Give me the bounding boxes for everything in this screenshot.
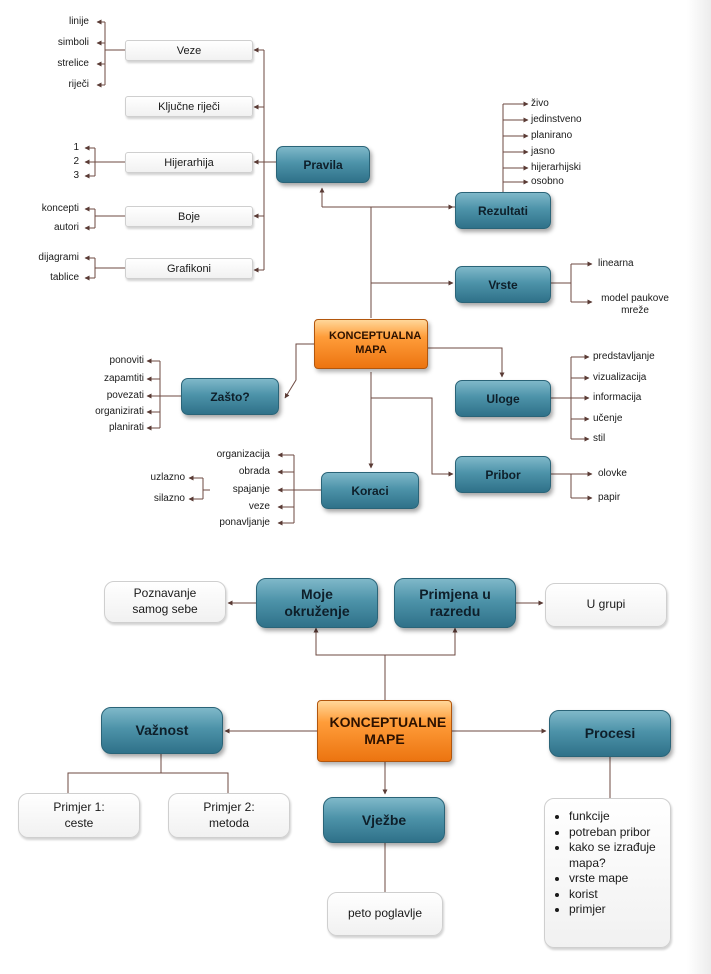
node-label: Važnost	[135, 722, 189, 739]
leaf-label: osobno	[531, 176, 564, 187]
leaf-label: jedinstveno	[531, 114, 582, 125]
item-label: Boje	[177, 210, 201, 223]
list-item: potreban pribor	[569, 825, 662, 841]
leaf-label: informacija	[593, 392, 642, 403]
leaf-label: obrada	[238, 466, 270, 477]
leaf-label: zapamtiti	[103, 373, 144, 384]
leaf-label: 1	[73, 142, 79, 153]
list-item: primjer	[569, 902, 662, 918]
leaf-label: autori	[53, 222, 79, 233]
leaf-label: 3	[73, 170, 79, 181]
node-koraci: Koraci	[321, 472, 419, 509]
leaf-label: papir	[598, 492, 621, 503]
leaf-label: ponavljanje	[219, 517, 270, 528]
leaf-label: planirano	[531, 130, 573, 141]
center-node-konceptualna-mapa: KONCEPTUALNA MAPA	[314, 319, 428, 369]
leaf-label: predstavljanje	[593, 351, 655, 362]
list-item: korist	[569, 887, 662, 903]
leaf-label: spajanje	[232, 484, 270, 495]
leaf-label: olovke	[598, 468, 627, 479]
leaf-label: model paukove mreže	[601, 293, 669, 316]
leaf-label: hijerarhijski	[531, 162, 582, 173]
box-label: Primjer 2: metoda	[203, 799, 255, 830]
list-item: funkcije	[569, 809, 662, 825]
leaf-label: dijagrami	[38, 252, 79, 263]
leaf-label: vizualizacija	[593, 372, 647, 383]
node-label: Pribor	[485, 467, 521, 482]
node-label: Moje okruženje	[284, 586, 350, 619]
box-primjer-2: Primjer 2: metoda	[168, 793, 290, 838]
box-primjer-1: Primjer 1: ceste	[18, 793, 140, 838]
leaf-label: strelice	[57, 58, 89, 69]
list-item: kako se izrađuje mapa?	[569, 840, 662, 871]
leaf-label: simboli	[57, 37, 89, 48]
leaf-label: 2	[73, 156, 79, 167]
item-label: Veze	[176, 44, 202, 57]
box-label: U grupi	[586, 597, 626, 612]
node-label: Pravila	[303, 157, 343, 172]
leaf-label: planirati	[108, 422, 144, 433]
node-moje-okruzenje: Moje okruženje	[256, 578, 378, 628]
leaf-label: silazno	[153, 493, 185, 504]
node-vrste: Vrste	[455, 266, 551, 303]
node-pribor: Pribor	[455, 456, 551, 493]
node-pravila: Pravila	[276, 146, 370, 183]
node-uloge: Uloge	[455, 380, 551, 417]
node-label: Primjena u razredu	[419, 586, 491, 619]
node-rezultati: Rezultati	[455, 192, 551, 229]
leaf-label: veze	[248, 501, 270, 512]
node-label: Koraci	[351, 483, 389, 498]
node-label: Procesi	[584, 725, 636, 742]
leaf-label: učenje	[593, 413, 623, 424]
center-label: KONCEPTUALNA MAPA	[329, 330, 422, 356]
box-procesi-list: funkcije potreban pribor kako se izrađuj…	[544, 798, 671, 948]
item-kljucne-rijeci: Ključne riječi	[125, 96, 253, 117]
node-label: Vježbe	[361, 811, 407, 828]
leaf-label: koncepti	[41, 203, 79, 214]
center-node-konceptualne-mape: KONCEPTUALNE MAPE	[317, 700, 452, 762]
node-label: Rezultati	[477, 203, 528, 218]
item-hijerarhija: Hijerarhija	[125, 152, 253, 173]
item-veze: Veze	[125, 40, 253, 61]
item-label: Hijerarhija	[164, 156, 214, 169]
item-label: Grafikoni	[166, 262, 212, 275]
box-label: peto poglavlje	[347, 906, 423, 921]
node-label: Zašto?	[210, 389, 250, 404]
leaf-label: ponoviti	[109, 355, 144, 366]
box-label: Poznavanje samog sebe	[132, 586, 198, 616]
leaf-label: živo	[531, 98, 549, 109]
leaf-label: riječi	[68, 79, 89, 90]
node-zasto: Zašto?	[181, 378, 279, 415]
leaf-label: tablice	[50, 272, 79, 283]
item-label: Ključne riječi	[158, 100, 220, 113]
leaf-label: stil	[593, 433, 606, 444]
box-poznavanje-samog-sebe: Poznavanje samog sebe	[104, 581, 226, 623]
box-label: Primjer 1: ceste	[53, 799, 105, 830]
box-peto-poglavlje: peto poglavlje	[327, 892, 443, 936]
procesi-list: funkcije potreban pribor kako se izrađuj…	[553, 809, 662, 918]
leaf-label: organizacija	[216, 449, 270, 460]
node-vaznost: Važnost	[101, 707, 223, 754]
center-label: KONCEPTUALNE MAPE	[329, 713, 447, 748]
node-primjena-u-razredu: Primjena u razredu	[394, 578, 516, 628]
item-grafikoni: Grafikoni	[125, 258, 253, 279]
list-item: vrste mape	[569, 871, 662, 887]
leaf-label: jasno	[531, 146, 555, 157]
box-u-grupi: U grupi	[545, 583, 667, 627]
item-boje: Boje	[125, 206, 253, 227]
node-label: Uloge	[486, 391, 520, 406]
leaf-label: linearna	[598, 258, 634, 269]
leaf-label: povezati	[106, 390, 144, 401]
page-edge-shadow	[687, 0, 711, 974]
node-procesi: Procesi	[549, 710, 671, 757]
leaf-label: linije	[68, 16, 89, 27]
node-label: Vrste	[488, 277, 518, 292]
leaf-label: uzlazno	[150, 472, 185, 483]
leaf-label: organizirati	[95, 406, 144, 417]
node-vjezbe: Vježbe	[323, 797, 445, 843]
